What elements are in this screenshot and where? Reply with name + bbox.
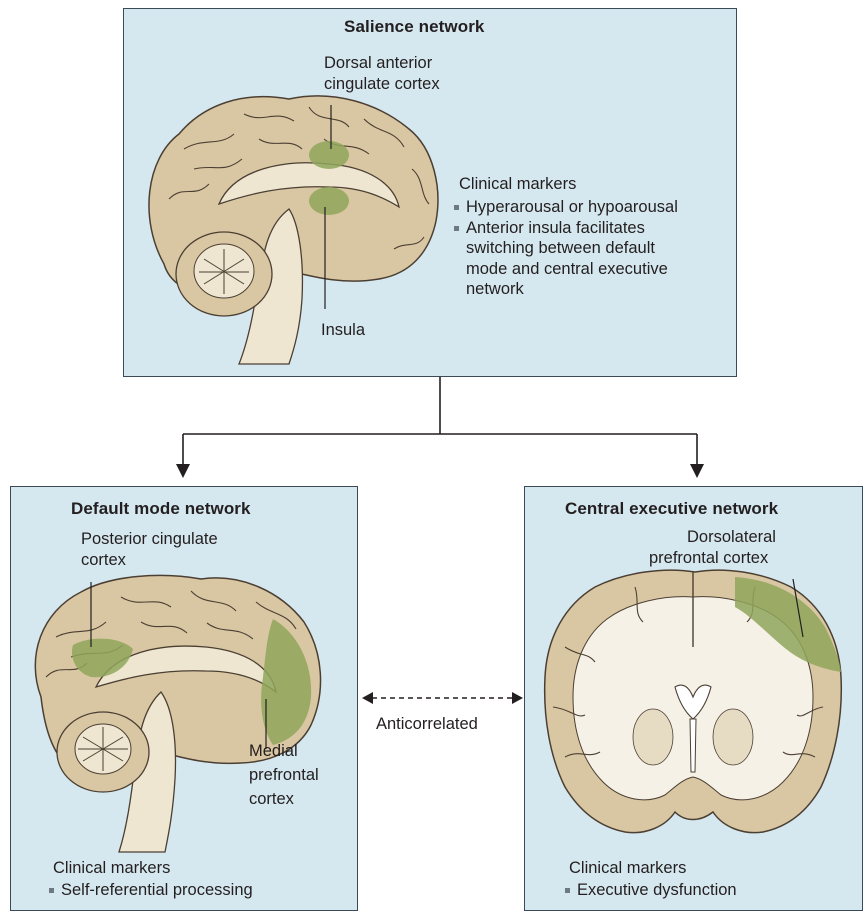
pcc-label-line-2: cortex <box>81 550 126 570</box>
dacc-label-line-1: Dorsal anterior <box>324 53 432 73</box>
default-mode-clinical-markers-title: Clinical markers <box>53 859 170 878</box>
salience-clinical-markers-title: Clinical markers <box>459 175 576 194</box>
dacc-label-line-2: cingulate cortex <box>324 74 440 94</box>
salience-clinical-markers-list: Hyperarousal or hypoarousal Anterior ins… <box>452 197 678 300</box>
cerebellum <box>176 232 272 316</box>
pcc-label-line-1: Posterior cingulate <box>81 529 218 549</box>
anticorrelated-label: Anticorrelated <box>376 714 478 734</box>
salience-network-panel: Salience network <box>123 8 737 377</box>
salience-marker-1: Hyperarousal or hypoarousal <box>452 197 678 218</box>
basal-ganglia-right <box>713 709 753 765</box>
default-mode-network-panel: Default mode network Posterior cingulate… <box>10 486 358 911</box>
dlpfc-label-line-2: prefrontal cortex <box>649 548 768 568</box>
dlpfc-label-line-1: Dorsolateral <box>687 527 776 547</box>
central-executive-clinical-markers-list: Executive dysfunction <box>563 880 737 901</box>
default-mode-clinical-markers-list: Self-referential processing <box>47 880 253 901</box>
default-mode-marker-1: Self-referential processing <box>47 880 253 901</box>
insula-highlight <box>309 187 349 215</box>
dorsal-anterior-cingulate-highlight <box>309 141 349 169</box>
basal-ganglia-left <box>633 709 673 765</box>
arrow-down-right-icon <box>690 464 704 478</box>
third-ventricle <box>690 719 696 772</box>
arrow-left-icon <box>362 692 373 704</box>
mpfc-label-line-2: prefrontal <box>249 765 319 785</box>
insula-label: Insula <box>321 320 365 340</box>
default-mode-brain-sagittal-illustration <box>11 487 359 912</box>
salience-marker-2: Anterior insula facilitates switching be… <box>452 218 678 300</box>
cerebellum <box>57 712 149 792</box>
central-executive-network-panel: Central executive network Dorsolateral p… <box>524 486 863 911</box>
mpfc-label-line-1: Medial <box>249 741 298 761</box>
central-executive-clinical-markers-title: Clinical markers <box>569 859 686 878</box>
arrow-down-left-icon <box>176 464 190 478</box>
arrow-right-icon <box>512 692 523 704</box>
mpfc-label-line-3: cortex <box>249 789 294 809</box>
central-executive-marker-1: Executive dysfunction <box>563 880 737 901</box>
